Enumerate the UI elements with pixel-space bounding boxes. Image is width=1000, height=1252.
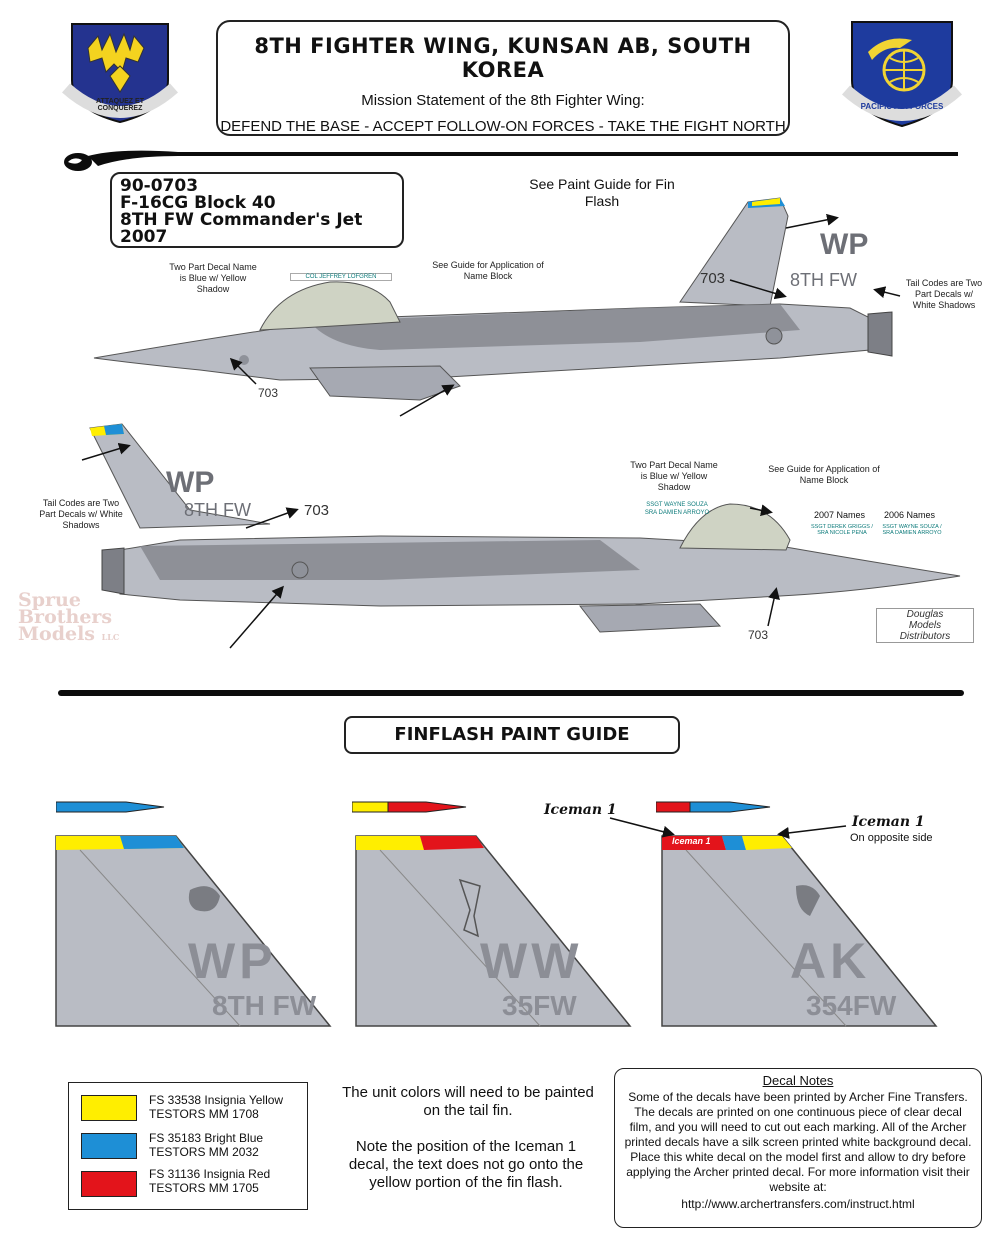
missile-red-blue	[655, 800, 774, 814]
legend-red-testors: TESTORS MM 1705	[149, 1181, 259, 1195]
name-plate-2b: SRA DAMIEN ARROYO	[644, 510, 710, 516]
swatch-blue	[81, 1133, 137, 1159]
legend-blue-fs: FS 35183 Bright Blue	[149, 1131, 264, 1145]
aircraft-profile-left	[80, 190, 1000, 450]
header-box: 8TH FIGHTER WING, KUNSAN AB, SOUTH KOREA…	[216, 20, 790, 136]
iceman-decal-on-tail: Iceman 1	[672, 836, 711, 846]
nose-serial-1: 703	[258, 386, 279, 400]
legend-blue-testors: TESTORS MM 2032	[149, 1145, 259, 1159]
tail-codes-note-1: Tail Codes are Two Part Decals w/ White …	[905, 278, 983, 310]
missile-blue	[55, 800, 166, 814]
tail-unit-2: 8TH FW	[184, 500, 251, 520]
see-paint-guide-note: See Paint Guide for Fin Flash	[529, 176, 675, 209]
legend-red-fs: FS 31136 Insignia Red	[149, 1167, 271, 1181]
names-2006-label: 2006 Names	[884, 510, 936, 520]
two-part-decal-note-2: Two Part Decal Name is Blue w/ Yellow Sh…	[630, 460, 718, 492]
name-plate-2a: SSGT WAYNE SOUZA	[646, 502, 708, 508]
aircraft-info-box: 90-0703 F-16CG Block 40 8TH FW Commander…	[110, 172, 404, 248]
tail-serial-2: 703	[304, 502, 330, 519]
left-emblem-motto: ATTAQUEZ ET CONQUEREZ	[96, 98, 144, 112]
tail-serial-1: 703	[700, 270, 726, 287]
decal-notes-title: Decal Notes	[762, 1073, 834, 1088]
legend-yellow-testors: TESTORS MM 1708	[149, 1107, 259, 1121]
iceman-position-note: Note the position of the Iceman 1 decal,…	[348, 1138, 584, 1191]
header-title: 8TH FIGHTER WING, KUNSAN AB, SOUTH KOREA	[254, 34, 752, 82]
color-legend: FS 33538 Insignia Yellow TESTORS MM 1708…	[68, 1082, 308, 1210]
aircraft-type: F-16CG Block 40	[120, 193, 276, 213]
names-2007-list: SSGT DEREK GRIGGS / SRA NICOLE PENA	[811, 524, 873, 536]
decal-notes-url: http://www.archertransfers.com/instruct.…	[681, 1197, 915, 1211]
names-2006-list: SSGT WAYNE SOUZA / SRA DAMIEN ARROYO	[882, 524, 942, 536]
left-emblem: ATTAQUEZ ET CONQUEREZ	[60, 18, 180, 128]
tail-code-2: WP	[166, 466, 215, 499]
tail-unit-1: 8TH FW	[790, 270, 857, 290]
name-block-guide-note-2: See Guide for Application of Name Block	[768, 464, 880, 485]
iceman-label-left: Iceman 1	[544, 802, 617, 818]
sprue-brothers-watermark: Sprue Brothers Models LLC	[18, 589, 120, 645]
tail-guide-ww: WW 35FW	[340, 830, 640, 1030]
tail-guide-wp: WP 8TH FW	[40, 830, 340, 1030]
bottom-swoosh	[58, 690, 964, 696]
mission-statement: DEFEND THE BASE - ACCEPT FOLLOW-ON FORCE…	[220, 118, 786, 135]
missile-yellow-red	[351, 800, 470, 814]
legend-yellow-fs: FS 33538 Insignia Yellow	[149, 1093, 284, 1107]
tail-guide-wp-code: WP	[188, 933, 277, 989]
swatch-red	[81, 1171, 137, 1197]
right-emblem: PACIFIC AIR FORCES	[842, 16, 962, 132]
unit-colors-note: The unit colors will need to be painted …	[342, 1084, 594, 1119]
mission-label: Mission Statement of the 8th Fighter Win…	[361, 92, 645, 109]
name-block-guide-note-1: See Guide for Application of Name Block	[432, 260, 544, 281]
tail-guide-ak-code: AK	[790, 933, 871, 989]
swatch-yellow	[81, 1095, 137, 1121]
aircraft-year: 2007	[120, 227, 168, 247]
decal-notes-body: Some of the decals have been printed by …	[624, 1090, 972, 1194]
tail-code-1: WP	[820, 228, 869, 261]
name-plate-1: COL JEFFREY LOFGREN	[290, 273, 392, 281]
tail-guide-ak-unit: 354FW	[806, 990, 897, 1021]
iceman-label-right: Iceman 1	[852, 814, 925, 830]
aircraft-role: 8TH FW Commander's Jet	[120, 210, 363, 230]
top-swoosh	[58, 146, 958, 176]
tail-guide-wp-unit: 8TH FW	[212, 990, 317, 1021]
opposite-side-note: On opposite side	[850, 832, 933, 844]
names-2007-label: 2007 Names	[814, 510, 866, 520]
tail-guide-ww-code: WW	[480, 933, 583, 989]
right-emblem-text: PACIFIC AIR FORCES	[860, 102, 944, 111]
aircraft-serial: 90-0703	[120, 176, 199, 196]
decal-notes-box: Decal Notes Some of the decals have been…	[614, 1068, 982, 1228]
tail-guide-ak: Iceman 1 AK 354FW	[646, 830, 946, 1030]
finflash-title: FINFLASH PAINT GUIDE	[394, 724, 630, 745]
douglas-models-watermark: Douglas Models Distributors	[876, 608, 974, 643]
tail-guide-ww-unit: 35FW	[502, 990, 577, 1021]
two-part-decal-note-1: Two Part Decal Name is Blue w/ Yellow Sh…	[169, 262, 257, 294]
tail-codes-note-2: Tail Codes are Two Part Decals w/ White …	[39, 498, 123, 530]
aircraft-profile-right	[80, 400, 1000, 660]
nose-serial-2: 703	[748, 628, 769, 642]
finflash-title-box: FINFLASH PAINT GUIDE	[344, 716, 680, 754]
